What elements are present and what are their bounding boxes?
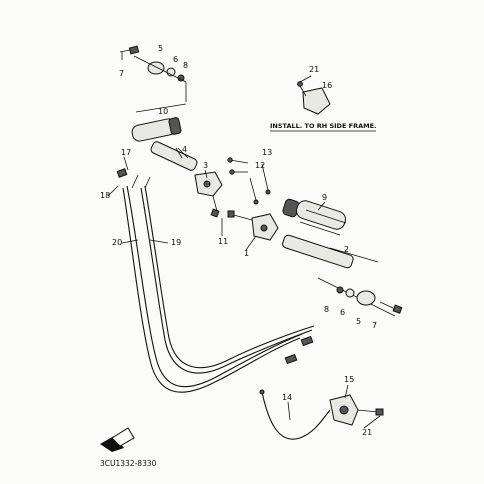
screws-13 xyxy=(227,157,271,205)
handle-grip xyxy=(282,198,347,236)
callout-6-top: 6 xyxy=(173,55,178,64)
callout-20: 20 xyxy=(112,238,122,247)
callout-14: 14 xyxy=(282,393,292,402)
callout-2: 2 xyxy=(344,245,349,254)
callout-8-bottom: 8 xyxy=(324,305,329,314)
callout-1: 1 xyxy=(244,249,249,258)
cable-holder xyxy=(297,81,331,115)
callout-7-top: 7 xyxy=(119,69,124,78)
handlebar-left xyxy=(150,141,198,171)
switch-housing xyxy=(221,210,279,241)
callout-10: 10 xyxy=(158,107,168,116)
callout-4: 4 xyxy=(182,145,187,154)
handlebar-right xyxy=(282,234,379,269)
callout-11: 11 xyxy=(218,237,228,246)
callout-6-bottom: 6 xyxy=(340,308,345,317)
callout-13: 13 xyxy=(262,148,272,157)
callout-7-bottom: 7 xyxy=(372,321,377,330)
callout-8-top: 8 xyxy=(183,61,188,70)
callout-21-top: 21 xyxy=(309,65,319,74)
starter-cable xyxy=(259,389,331,440)
starter-lever xyxy=(329,394,384,426)
throttle-grip xyxy=(131,103,187,142)
callout-3: 3 xyxy=(203,161,208,170)
callout-21-bottom: 21 xyxy=(362,428,372,437)
callout-17: 17 xyxy=(121,148,131,157)
drawing-code: 3CU1332-8330 xyxy=(100,459,157,468)
callout-5-bottom: 5 xyxy=(356,317,361,326)
callout-15: 15 xyxy=(344,375,354,384)
callout-5-top: 5 xyxy=(158,44,163,53)
callout-12: 12 xyxy=(255,161,265,170)
bar-end-set-bottom xyxy=(317,277,403,317)
callout-19: 19 xyxy=(171,238,181,247)
callout-16: 16 xyxy=(322,81,332,90)
throttle-housing xyxy=(194,171,223,218)
bar-end-set-top xyxy=(119,45,187,102)
callout-9: 9 xyxy=(322,193,327,202)
callout-18: 18 xyxy=(100,191,110,200)
throttle-cables xyxy=(116,168,315,393)
front-arrow-icon xyxy=(100,427,135,452)
install-note: INSTALL. TO RH SIDE FRAME. xyxy=(270,122,377,130)
